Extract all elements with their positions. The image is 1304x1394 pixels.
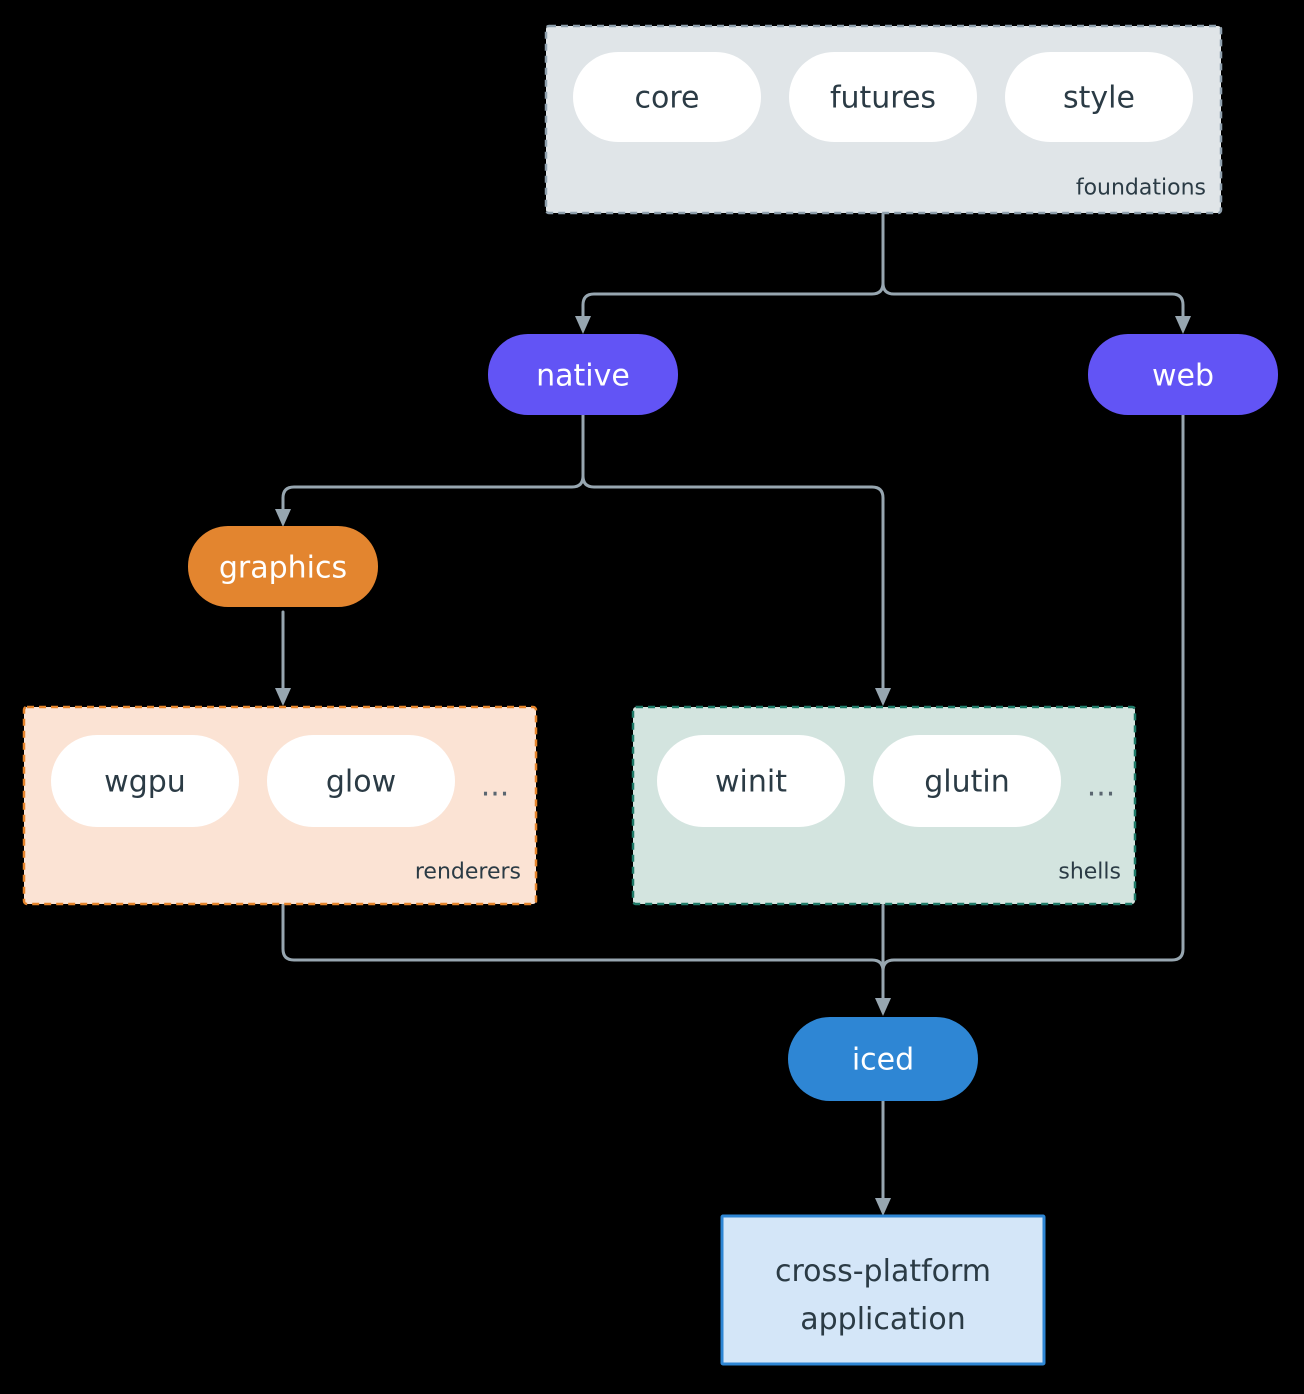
cluster-foundations-label: foundations [1076, 176, 1206, 201]
leaf-glow[interactable]: glow [267, 735, 455, 827]
node-native[interactable]: native [488, 334, 678, 415]
leaf-futures-pill [789, 52, 977, 142]
cluster-renderers-label: renderers [415, 860, 521, 885]
arrowhead-shells [875, 688, 891, 706]
leaf-style-label: style [1063, 81, 1135, 116]
node-iced-label: iced [852, 1043, 914, 1078]
arrowhead-application [875, 1198, 891, 1216]
leaf-glow-pill [267, 735, 455, 827]
arrowhead-web [1175, 316, 1191, 334]
leaf-glutin-pill [873, 735, 1061, 827]
node-graphics-label: graphics [219, 551, 347, 586]
arrowhead-iced [875, 998, 891, 1016]
leaf-style[interactable]: style [1005, 52, 1193, 142]
leaf-futures[interactable]: futures [789, 52, 977, 142]
application-box-rect [720, 1214, 1046, 1366]
cluster-shells-label: shells [1058, 860, 1121, 885]
leaf-winit-label: winit [715, 765, 787, 800]
arrowhead-native [575, 316, 591, 334]
leaf-winit[interactable]: winit [657, 735, 845, 827]
cluster-shells[interactable]: winit glutin ... shells [631, 705, 1137, 906]
shells-ellipsis: ... [1087, 769, 1116, 804]
renderers-ellipsis: ... [481, 769, 510, 804]
arrowhead-graphics [275, 509, 291, 527]
leaf-wgpu-pill [51, 735, 239, 827]
arrowhead-renderers [275, 688, 291, 706]
leaf-wgpu-label: wgpu [104, 765, 186, 800]
cluster-foundations[interactable]: core futures style foundations [544, 24, 1223, 215]
edge-web-to-iced [881, 413, 1185, 1004]
node-graphics-pill [188, 526, 378, 607]
node-iced-pill [788, 1017, 978, 1101]
leaf-winit-pill [657, 735, 845, 827]
edge-native-to-graphics [281, 413, 585, 517]
edge-native-to-shells [581, 474, 885, 694]
leaf-glutin[interactable]: glutin [873, 735, 1061, 827]
node-native-pill [488, 334, 678, 415]
node-cross-platform-application[interactable]: cross-platform application [720, 1214, 1046, 1366]
edge-layer [275, 212, 1191, 1216]
leaf-core-pill [573, 52, 761, 142]
edge-renderers-to-iced [281, 903, 885, 1004]
edge-foundations-to-web [881, 281, 1185, 324]
leaf-futures-label: futures [830, 81, 936, 116]
node-web-pill [1088, 334, 1278, 415]
edge-foundations-to-native-web [581, 212, 885, 324]
leaf-core[interactable]: core [573, 52, 761, 142]
leaf-glow-label: glow [326, 765, 396, 800]
node-web[interactable]: web [1088, 334, 1278, 415]
leaf-glutin-label: glutin [924, 765, 1010, 800]
application-box-line2: application [800, 1302, 965, 1337]
cluster-renderers[interactable]: wgpu glow ... renderers [22, 705, 538, 906]
node-web-label: web [1152, 359, 1214, 394]
application-box-line1: cross-platform [775, 1254, 991, 1289]
leaf-wgpu[interactable]: wgpu [51, 735, 239, 827]
node-iced[interactable]: iced [788, 1017, 978, 1101]
leaf-core-label: core [635, 81, 700, 116]
node-graphics[interactable]: graphics [188, 526, 378, 607]
node-native-label: native [536, 359, 630, 394]
leaf-style-pill [1005, 52, 1193, 142]
